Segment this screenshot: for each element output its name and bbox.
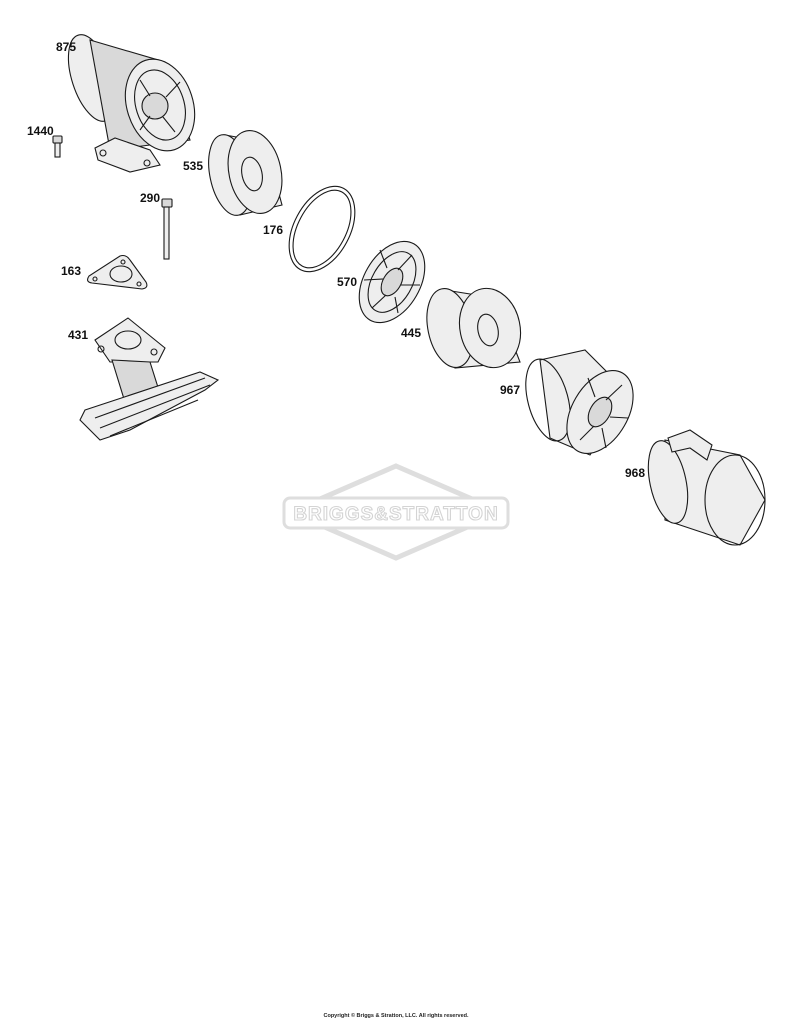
label-968: 968 xyxy=(625,466,645,480)
label-967: 967 xyxy=(500,383,520,397)
watermark-text: BRIGGS&STRATTON xyxy=(293,504,498,525)
label-445: 445 xyxy=(401,326,421,340)
bolt-1440[interactable] xyxy=(52,135,63,158)
spoked-disc-570[interactable] xyxy=(346,230,438,334)
label-570: 570 xyxy=(337,275,357,289)
foam-ring-535[interactable] xyxy=(202,126,289,220)
label-290: 290 xyxy=(140,191,160,205)
long-bolt-290[interactable] xyxy=(161,198,173,260)
gasket-163[interactable] xyxy=(87,254,148,290)
gasket-ring-176[interactable] xyxy=(276,175,369,283)
filter-element-445[interactable] xyxy=(420,283,527,374)
label-431: 431 xyxy=(68,328,88,342)
label-163: 163 xyxy=(61,264,81,278)
label-1440: 1440 xyxy=(27,124,54,138)
air-cleaner-body-875[interactable] xyxy=(59,29,206,173)
filter-cartridge-967[interactable] xyxy=(518,349,647,465)
label-875: 875 xyxy=(56,40,76,54)
label-535: 535 xyxy=(183,159,203,173)
label-176: 176 xyxy=(263,223,283,237)
cover-968[interactable] xyxy=(642,429,766,546)
brand-watermark: BRIGGS&STRATTON xyxy=(282,463,510,561)
adapter-bracket-431[interactable] xyxy=(79,317,220,441)
copyright-footer: Copyright © Briggs & Stratton, LLC. All … xyxy=(323,1013,469,1019)
